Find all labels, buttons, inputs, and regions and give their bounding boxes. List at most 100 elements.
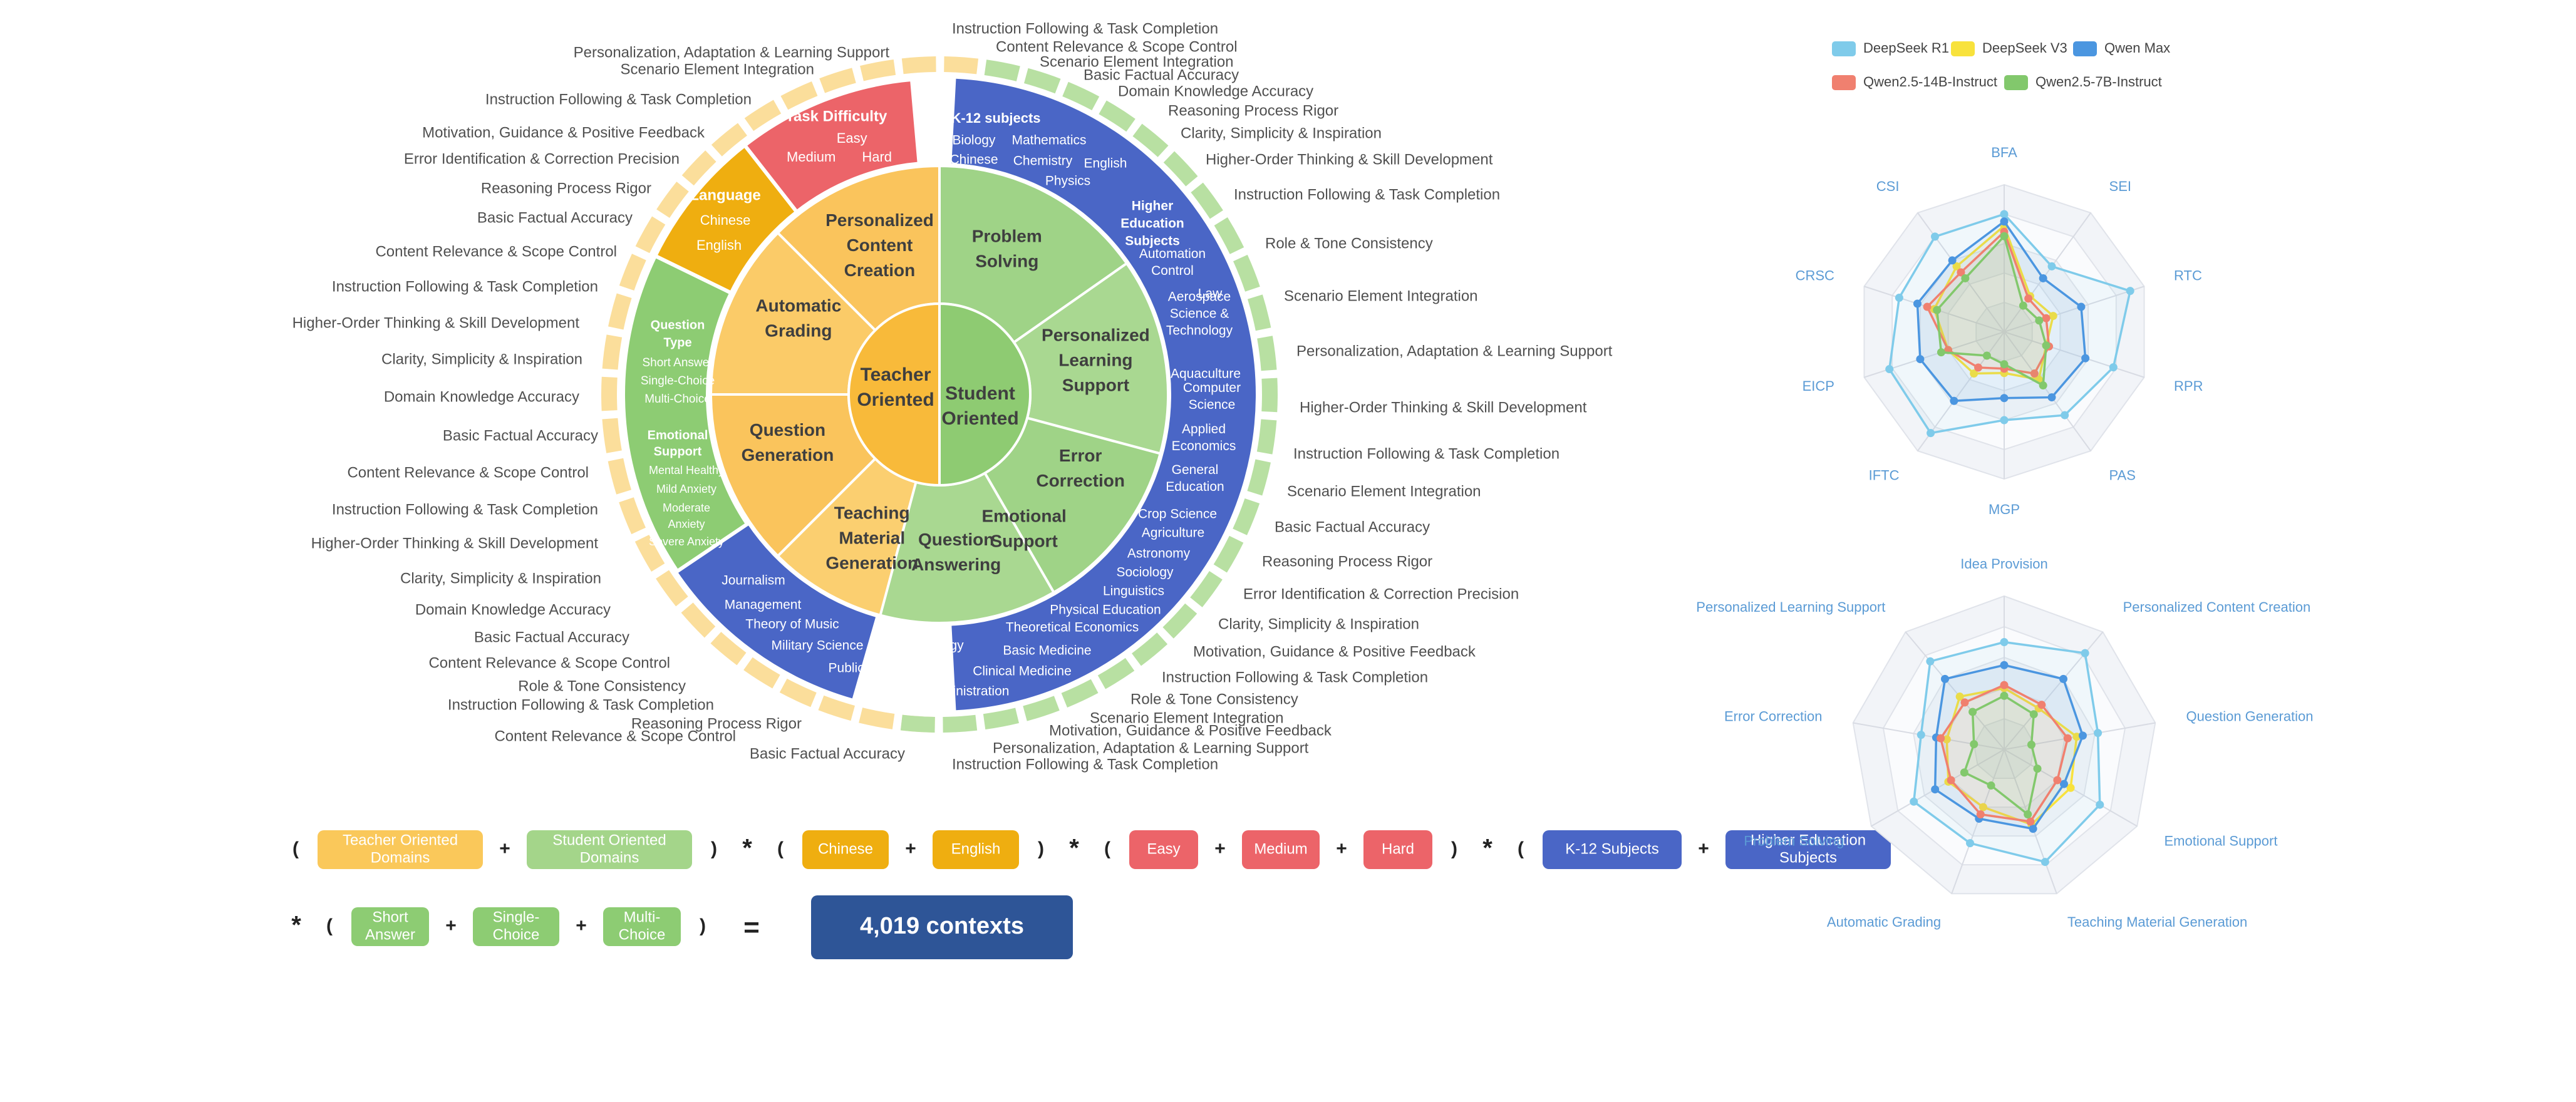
radar-point bbox=[1923, 302, 1932, 311]
higher-ed-subject: Sociology bbox=[1116, 565, 1174, 580]
legend-label: DeepSeek V3 bbox=[1982, 40, 2067, 56]
formula-box-k-12-subjects bbox=[1543, 830, 1682, 869]
legend-label: Qwen Max bbox=[2104, 40, 2170, 56]
formula-box-higher-education-subjects bbox=[1725, 830, 1891, 869]
formula-box-label: Subjects bbox=[1779, 849, 1837, 866]
criteria-label-right: Instruction Following & Task Completion bbox=[952, 20, 1218, 37]
higher-ed-subject: Crop Science bbox=[1138, 507, 1217, 522]
higher-ed-subject: Aerospace bbox=[1168, 290, 1231, 304]
radar-point bbox=[2066, 783, 2075, 792]
radar-axis-label: BFA bbox=[1991, 145, 2017, 160]
question-type-title: Question bbox=[651, 318, 705, 332]
difficulty-easy: Easy bbox=[837, 130, 867, 146]
radar-point bbox=[2000, 691, 2009, 700]
criteria-label-right: Personalization, Adaptation & Learning S… bbox=[1296, 342, 1613, 359]
radar-point bbox=[1910, 797, 1918, 806]
higher-ed-subject: Astronomy bbox=[1127, 547, 1191, 561]
formula-box-label: Short bbox=[372, 909, 408, 925]
emotional-support-item: Moderate bbox=[663, 502, 710, 514]
outer-ring-segment bbox=[818, 695, 855, 721]
radar-point bbox=[2063, 734, 2072, 743]
outer-ring-segment bbox=[634, 535, 665, 572]
outer-ring-segment bbox=[744, 100, 782, 131]
radar-axis-label: Error Correction bbox=[1724, 709, 1822, 724]
outer-ring-segment bbox=[860, 59, 896, 81]
radar-point bbox=[1926, 657, 1935, 666]
criteria-label-left: Motivation, Guidance & Positive Feedback bbox=[422, 124, 705, 141]
formula-box-easy bbox=[1129, 830, 1198, 869]
outer-ring-segment bbox=[1099, 100, 1135, 132]
legend-label: DeepSeek R1 bbox=[1863, 40, 1949, 56]
radar-point bbox=[2000, 232, 2009, 240]
question-type-item: Multi-Choice bbox=[644, 393, 711, 406]
formula-box-label: Domains bbox=[371, 849, 430, 866]
teacher-domain-personalized-content-creation: Content bbox=[847, 235, 913, 255]
outer-ring-segment bbox=[619, 254, 646, 291]
criteria-label-left: Instruction Following & Task Completion bbox=[448, 696, 714, 713]
criteria-label-left: Instruction Following & Task Completion bbox=[332, 501, 598, 518]
radar-point bbox=[1895, 294, 1903, 302]
radar-point bbox=[2000, 394, 2009, 403]
outer-ring-segment bbox=[619, 497, 646, 535]
criteria-label-left: Instruction Following & Task Completion bbox=[332, 278, 598, 295]
radar-point bbox=[2029, 825, 2037, 833]
outer-ring-segment bbox=[779, 678, 817, 708]
radar-point bbox=[1930, 232, 1939, 241]
higher-ed-subject: Science & bbox=[1170, 307, 1229, 321]
paren-symbol: ) bbox=[711, 838, 717, 859]
legend-swatch bbox=[1832, 75, 1856, 90]
radar-point bbox=[1952, 262, 1961, 270]
criteria-label-right: Instruction Following & Task Completion bbox=[1162, 669, 1428, 686]
emotional-support-title: Emotional bbox=[648, 428, 708, 442]
k12-title: K-12 subjects bbox=[951, 110, 1040, 126]
higher-ed-subject: Applied bbox=[1182, 422, 1226, 436]
criteria-label-right: Basic Factual Accuracy bbox=[1084, 66, 1239, 83]
radar-point bbox=[2094, 729, 2103, 738]
plus-symbol: + bbox=[905, 838, 916, 859]
outer-ring-segment bbox=[1023, 696, 1060, 721]
radar-point bbox=[2000, 210, 2009, 219]
higher-ed-subject: Physical Education bbox=[1050, 603, 1161, 617]
higher-ed-subject: Military Science bbox=[771, 639, 863, 653]
radar-point bbox=[1947, 776, 1955, 785]
k12-subject: Mathematics bbox=[1011, 133, 1086, 148]
outer-ring-segment bbox=[656, 570, 688, 607]
teacher-domain-question-generation: Question bbox=[750, 420, 825, 440]
student-domain-problem-solving: Problem bbox=[972, 226, 1042, 245]
radar-point bbox=[2042, 341, 2051, 350]
legend-swatch bbox=[1951, 41, 1975, 56]
student-center bbox=[938, 302, 1032, 487]
radar-axis-label: Personalized Content Creation bbox=[2123, 599, 2311, 615]
formula-box-label: Choice bbox=[619, 926, 666, 943]
outer-ring-segment bbox=[1247, 459, 1271, 496]
equals-symbol: = bbox=[743, 912, 760, 943]
radar-point bbox=[2024, 294, 2033, 303]
higher-ed-subject: Management bbox=[725, 598, 802, 612]
criteria-label-left: Domain Knowledge Accuracy bbox=[415, 601, 611, 618]
criteria-label-right: Instruction Following & Task Completion bbox=[952, 756, 1218, 773]
outer-ring-segment bbox=[608, 458, 632, 495]
formula-box-hard bbox=[1363, 830, 1432, 869]
higher-ed-subject: Law bbox=[1198, 287, 1223, 301]
outer-ring-segment bbox=[743, 657, 780, 689]
student-domain-personalized-learning-support: Personalized bbox=[1042, 325, 1150, 344]
outer-ring-segment bbox=[1062, 81, 1100, 111]
outer-ring-segment bbox=[983, 708, 1019, 730]
criteria-label-left: Scenario Element Integration bbox=[620, 61, 814, 78]
outer-ring-segment bbox=[1233, 498, 1260, 535]
criteria-label-left: Error Identification & Correction Precis… bbox=[404, 150, 680, 167]
radar-point bbox=[1987, 781, 1995, 790]
radar-point bbox=[2030, 369, 2039, 378]
legend-swatch bbox=[2004, 75, 2028, 90]
question-type-item: Single-Choice bbox=[641, 374, 715, 388]
outer-ring-segment bbox=[1256, 419, 1277, 455]
k12-subject: Physics bbox=[1045, 174, 1090, 188]
outer-ring-segment bbox=[1214, 217, 1244, 254]
radar-point bbox=[1927, 429, 1935, 438]
criteria-label-left: Basic Factual Accuracy bbox=[750, 745, 905, 762]
student-oriented-label: Student bbox=[945, 383, 1015, 404]
outer-ring-segment bbox=[602, 334, 623, 370]
paren-symbol: ( bbox=[1104, 838, 1110, 859]
radar-point bbox=[2059, 674, 2067, 683]
